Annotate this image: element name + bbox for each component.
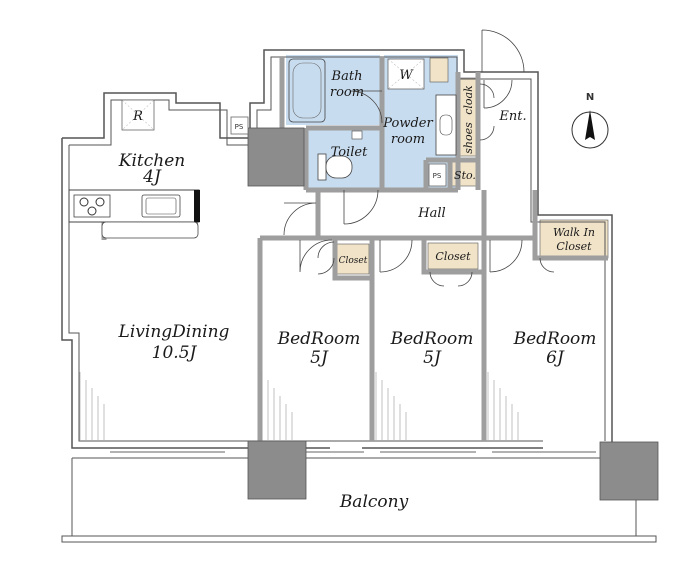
burner-2 [95,197,105,207]
pipe-shaft-label-2: PS [433,172,442,180]
outer-wall [61,49,613,449]
kitchen-size: 4J [142,167,162,187]
compass-label: N [586,92,594,103]
column-core [247,127,305,187]
column-balcony-left [247,440,307,500]
column-balcony-right [599,441,659,501]
toilet-bowl [325,155,353,179]
laundry-shelf [429,57,449,83]
bath-label-2: room [330,85,364,100]
door-toilet [343,189,379,225]
bed3-label: BedRoom [513,329,597,349]
living-size: 10.5J [152,343,198,363]
living-label: LivingDining [118,322,230,342]
door-powder [349,90,383,124]
toilet-tank [317,153,327,181]
room-labels: Kitchen 4J LivingDining 10.5J BedRoom 5J… [118,68,597,512]
balcony-edge [71,458,637,536]
walk-in-closet-floor [539,219,609,259]
burner-3 [87,206,97,216]
closet-mid-label: Closet [435,250,471,263]
pipe-shaft-2 [428,163,447,187]
door-wic [539,257,555,273]
powder-label-2: room [391,132,425,147]
door-closet-small [317,241,335,275]
bath-label-1: Bath [331,69,363,84]
compass: N [571,92,609,149]
wic-label-2: Closet [556,240,592,253]
toilet-sink [351,130,363,140]
bed1-size: 5J [310,348,329,368]
cloak-label: cloak [462,85,475,115]
door-bed3 [489,239,523,273]
door-entrance-leaf2 [483,79,513,109]
closet-small-label: Closet [339,256,368,266]
bed3-size: 6J [546,348,565,368]
washer-space [387,58,425,90]
bathtub [288,58,326,123]
hall-label: Hall [417,206,445,221]
hatch-bed1 [261,372,293,440]
hatch-lines [79,372,519,440]
fridge-cross [121,99,155,131]
sink [141,194,181,218]
door-bed2 [379,239,413,273]
pipe-shaft-label-1: PS [235,123,244,131]
door-closet-mid [429,271,473,287]
storage-fills [336,57,609,275]
pipe-shafts [230,116,447,187]
bed1-label: BedRoom [277,329,361,349]
door-hall-left [283,202,317,236]
vanity [435,94,457,156]
sink-basin [145,197,177,215]
wic-label-1: Walk In [553,226,595,239]
bathtub-inner [292,62,322,119]
bed2-size: 5J [423,348,442,368]
stove [73,194,111,218]
balcony [61,457,657,543]
closet-mid-floor [427,242,479,270]
hatch-living [79,372,105,440]
vanity-basin [439,114,453,136]
counter-bar [101,221,199,239]
pipe-shaft-1 [230,116,249,135]
doors [283,29,555,287]
shoes-label: shoes [462,122,475,154]
bed2-label: BedRoom [390,329,474,349]
kitchen-label: Kitchen [118,151,185,171]
door-bed1 [299,239,333,273]
storage-label: Sto. [454,169,476,182]
kitchen-fixtures [68,99,200,239]
powder-label-1: Powder [382,116,433,131]
washer-label: W [399,68,414,83]
door-shoes [479,83,495,141]
columns [247,127,659,501]
door-entrance [481,29,525,73]
compass-needle [585,110,595,140]
hatch-bed3 [487,372,519,440]
burner-1 [79,197,89,207]
bath-fixtures [288,58,457,181]
closet-small-floor [336,243,370,275]
fridge-label: R [132,109,143,124]
balcony-slab [61,535,657,543]
balcony-label: Balcony [339,492,409,512]
entrance-label: Ent. [498,109,526,124]
hatch-bed2 [375,372,407,440]
counter-end [194,190,200,222]
toilet-label: Toilet [331,145,368,160]
